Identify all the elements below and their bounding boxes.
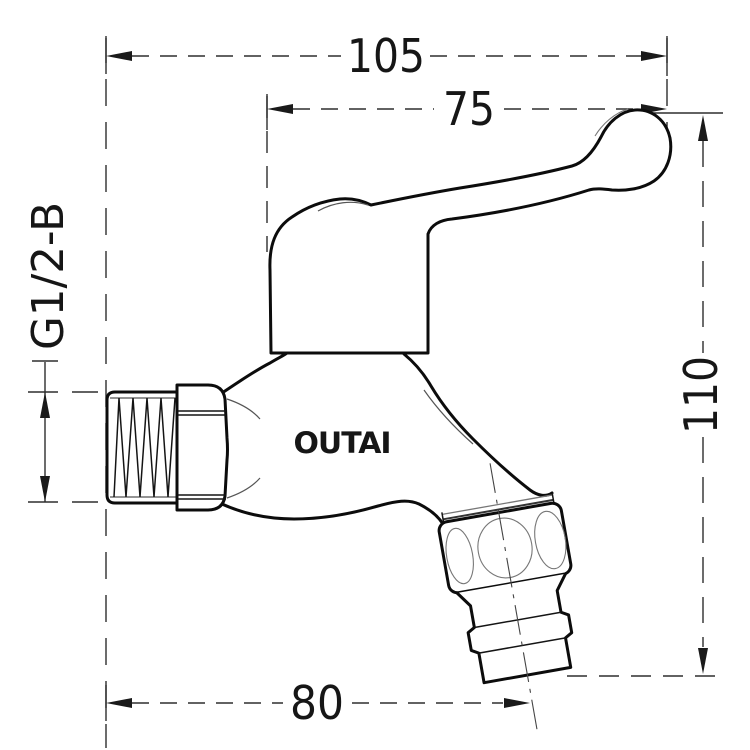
handle-tip-highlight: [594, 108, 629, 137]
spout-outer-edge: [402, 352, 554, 497]
connector-ring-1: [442, 494, 553, 516]
hex-nut: [175, 383, 229, 512]
lever-handle-and-bonnet: [268, 108, 673, 355]
dim-handle-length-label: 75: [443, 82, 495, 136]
arrowhead-up: [698, 115, 708, 141]
brand-logo: OUTAI: [294, 426, 391, 460]
arrowhead-left: [106, 698, 132, 708]
lever-handle-outline: [268, 108, 673, 355]
dimension-inlet-thread: G1/2-B: [23, 202, 98, 503]
body-fillet-arcs: [226, 398, 261, 499]
dimension-outlet-offset: 80: [106, 676, 530, 730]
bonnet-ridge-line: [317, 201, 369, 212]
arrowhead-down: [40, 476, 50, 502]
thread-zigzag-pattern: [113, 397, 176, 498]
threaded-inlet: [105, 390, 179, 505]
dimension-overall-width: 105: [106, 29, 667, 83]
body-underside: [220, 499, 445, 526]
knurl-dimple-left: [445, 527, 474, 585]
dim-overall-width-label: 105: [347, 29, 425, 83]
arrowhead-down: [698, 648, 708, 674]
inlet-thread-label: G1/2-B: [23, 202, 74, 350]
hose-connector: [437, 463, 574, 730]
faucet-outline: OUTAI: [105, 108, 673, 730]
arrowhead-left: [267, 104, 293, 114]
arrowhead-left: [106, 51, 132, 61]
thread-dim-ticks: [28, 360, 98, 503]
arrowhead-right: [504, 698, 530, 708]
knurl-dimple-right: [534, 510, 567, 570]
arrowhead-right: [641, 51, 667, 61]
hex-nut-outline: [175, 383, 229, 512]
connector-ring-2: [442, 498, 554, 521]
dimension-annotations: 105 75 110 80 G1/2-B: [23, 29, 728, 748]
dim-outlet-offset-label: 80: [290, 676, 344, 730]
dimension-overall-height: 110: [674, 115, 728, 674]
spout-inner-highlight: [423, 389, 474, 445]
extension-ticks: [105, 38, 668, 721]
outlet-centerline: [489, 463, 538, 730]
body-shoulder-top: [220, 351, 289, 395]
dim-overall-height-label: 110: [674, 356, 728, 434]
hex-nut-facet-lines: [178, 410, 226, 500]
thread-relief-lines: [110, 397, 177, 498]
arrowhead-up: [40, 392, 50, 418]
